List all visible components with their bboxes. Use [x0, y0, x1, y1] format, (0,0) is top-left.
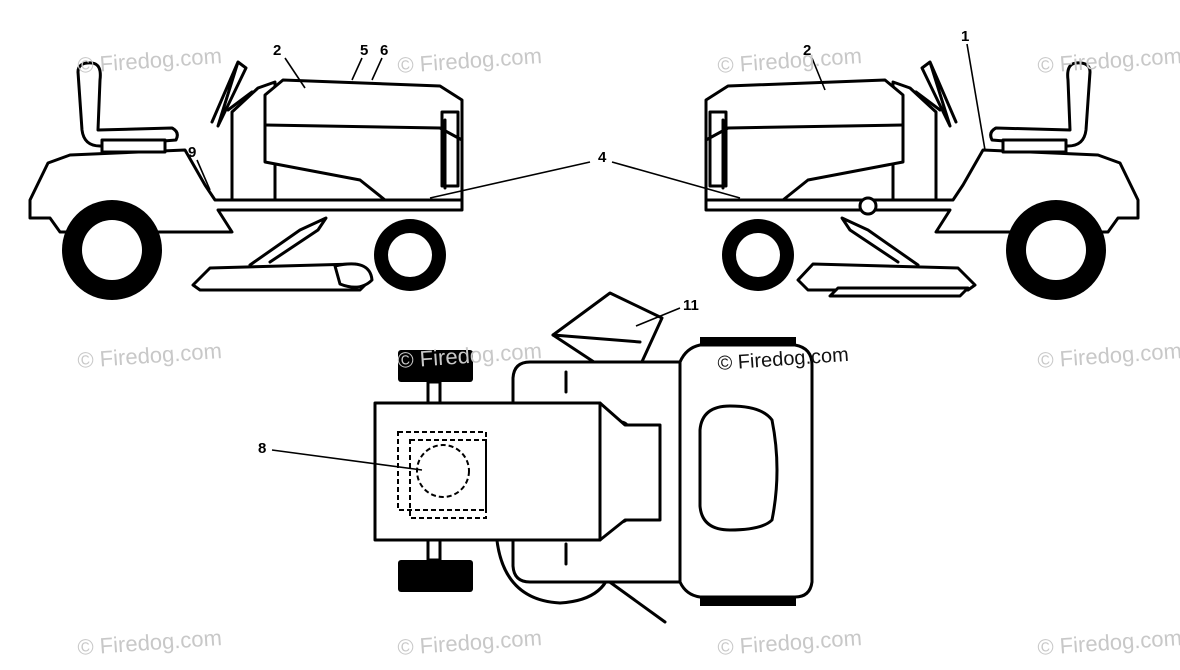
top-front-tire-upper — [398, 350, 473, 382]
watermark: © Firedog.com — [1037, 338, 1180, 373]
callout-4: 4 — [598, 149, 607, 166]
tractor-right-view — [704, 60, 1140, 300]
watermark: © Firedog.com — [717, 43, 863, 78]
leader-lines — [196, 43, 986, 327]
watermark: © Firedog.com — [77, 338, 223, 373]
watermark: © Firedog.com — [77, 43, 223, 78]
top-fuel-cap-outline — [416, 444, 470, 498]
left-steering-column — [226, 90, 254, 112]
leader-line-8 — [271, 449, 423, 471]
watermark: © Firedog.com — [717, 625, 863, 660]
callout-2-right: 2 — [803, 42, 811, 59]
leader-4-left — [429, 161, 591, 199]
leader-2-left — [284, 57, 306, 89]
left-seat-base — [100, 138, 167, 154]
left-lift-link — [248, 216, 328, 267]
callout-6: 6 — [380, 42, 388, 59]
leader-5 — [351, 57, 363, 81]
callout-11: 11 — [683, 297, 699, 314]
top-decal-outline-outer — [397, 431, 487, 511]
top-front-tire-lower — [398, 560, 473, 592]
top-discharge-chute — [551, 291, 664, 368]
watermark: © Firedog.com — [397, 43, 543, 78]
leader-9 — [196, 159, 211, 191]
callout-8: 8 — [258, 440, 266, 457]
callouts: 2 5 6 9 4 2 1 11 8 — [188, 28, 969, 457]
top-seat — [698, 404, 779, 532]
left-discharge-chute — [333, 262, 374, 289]
watermark: © Firedog.com — [1037, 43, 1180, 78]
top-decal-outline-inner — [409, 439, 487, 519]
callout-1: 1 — [961, 28, 969, 45]
tractor-top-view — [271, 291, 814, 624]
leader-6 — [371, 57, 383, 81]
left-seat — [76, 61, 179, 148]
left-grille — [440, 110, 460, 188]
callout-5: 5 — [360, 42, 368, 59]
leader-4-right — [611, 161, 741, 199]
tractor-left-view — [28, 60, 464, 300]
leader-11 — [635, 307, 681, 327]
top-hood — [373, 401, 662, 542]
leader-1 — [966, 43, 986, 151]
callout-9: 9 — [188, 144, 196, 161]
watermark: © Firedog.com — [1037, 625, 1180, 660]
callout-2-left: 2 — [273, 42, 281, 59]
watermark: © Firedog.com — [77, 625, 223, 660]
left-hood-panel — [263, 118, 464, 190]
watermark: © Firedog.com — [397, 625, 543, 660]
left-steering-wheel — [210, 60, 248, 128]
leader-2-right — [811, 57, 826, 91]
left-hood — [263, 78, 464, 202]
